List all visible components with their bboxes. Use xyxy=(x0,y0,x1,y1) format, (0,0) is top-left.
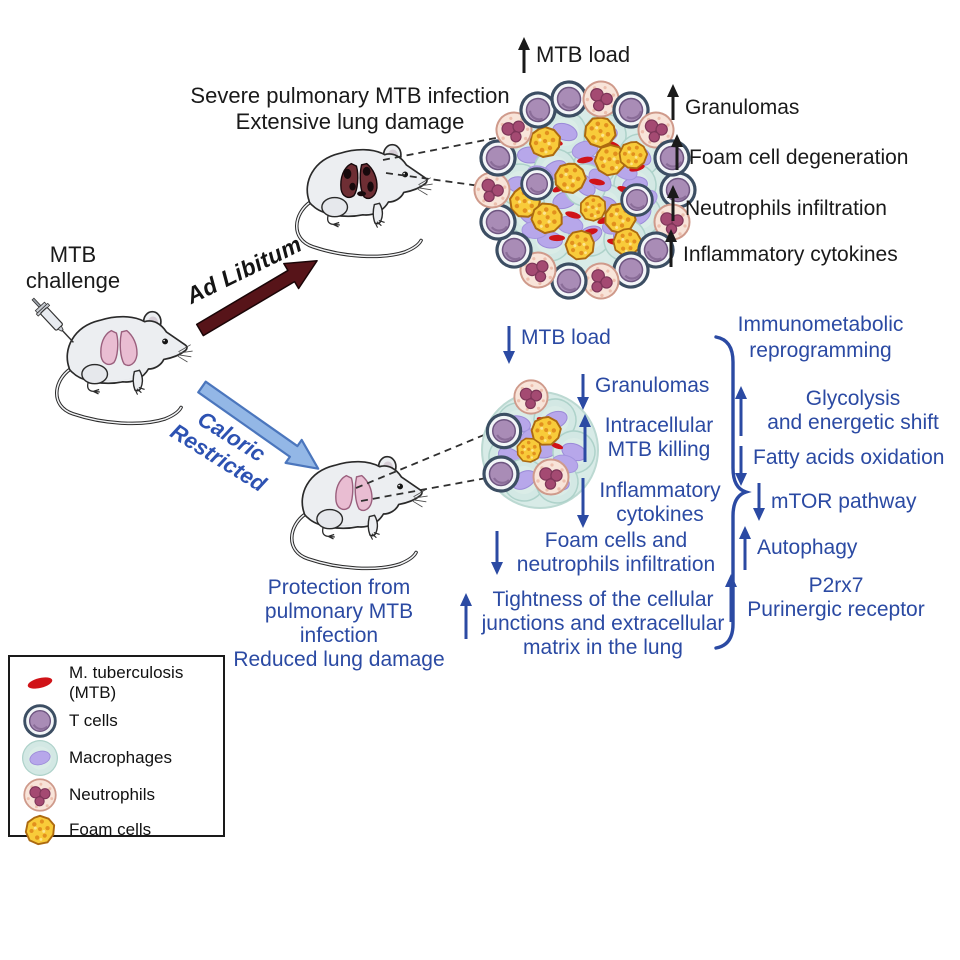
caption-line: Protection from xyxy=(267,576,411,599)
outcome-intracellular-killing-up: Intracellular MTB killing xyxy=(578,414,721,462)
item-label: Fatty acids oxidation xyxy=(753,446,945,469)
callout-lines-bottom xyxy=(355,429,497,502)
mtb-challenge-label: MTB challenge xyxy=(12,242,134,294)
down-arrow-icon xyxy=(734,446,748,486)
outcome-label: Foam cell degeneration xyxy=(689,146,909,169)
legend-label: Macrophages xyxy=(69,748,173,767)
t-cell xyxy=(482,455,520,493)
mouse-ad-libitum xyxy=(294,142,435,259)
outcome-mtb-load-up: MTB load xyxy=(517,37,630,73)
title-line: Immunometabolic xyxy=(737,313,904,336)
outcome-label: Tightness of the cellular junctions and … xyxy=(481,588,725,659)
down-arrow-icon xyxy=(576,374,590,410)
granuloma-small xyxy=(480,379,602,510)
outcome-granulomas-down: Granulomas xyxy=(576,374,709,410)
macrophage-icon xyxy=(20,739,60,777)
item-fatty-acids-down: Fatty acids oxidation xyxy=(734,446,944,486)
mtb-icon xyxy=(20,675,60,691)
down-arrow-icon xyxy=(752,483,766,521)
outcome-label: Neutrophils infiltration xyxy=(685,197,887,220)
legend-label: Foam cells xyxy=(69,820,152,839)
challenge-line: MTB xyxy=(49,242,97,267)
mouse-caloric-restricted xyxy=(289,454,430,571)
up-arrow-icon xyxy=(666,185,680,221)
caption-line: Reduced lung damage xyxy=(233,648,445,671)
caloric-restricted-caption: Protection from pulmonary MTB infection … xyxy=(230,576,448,672)
up-arrow-icon xyxy=(664,229,678,267)
down-arrow-icon xyxy=(576,478,590,528)
item-glycolysis-up: Glycolysis and energetic shift xyxy=(734,386,953,436)
item-autophagy-up: Autophagy xyxy=(738,526,857,570)
outcome-foam-degeneration-up: Foam cell degeneration xyxy=(670,134,908,170)
down-arrow-icon xyxy=(502,326,516,364)
item-label: mTOR pathway xyxy=(771,490,917,513)
up-arrow-icon xyxy=(670,134,684,170)
legend-label: T cells xyxy=(69,711,118,730)
up-arrow-icon xyxy=(517,37,531,73)
outcome-cytokines-down: Inflammatory cytokines xyxy=(576,478,725,528)
neutrophil-cell xyxy=(532,458,570,496)
outcome-cytokines-up: Inflammatory cytokines xyxy=(664,229,898,267)
legend-item-neutrophils: Neutrophils xyxy=(20,777,213,813)
immunometabolic-brace xyxy=(714,335,752,650)
item-label: Autophagy xyxy=(757,536,858,559)
ad-libitum-arrow xyxy=(195,260,318,337)
outcome-foam-neutrophils-down: Foam cells and neutrophils infiltration xyxy=(490,529,723,577)
legend-item-foamcells: Foam cells xyxy=(20,813,213,847)
caloric-restricted-arrow xyxy=(197,380,320,470)
up-arrow-icon xyxy=(666,84,680,120)
legend-label: Neutrophils xyxy=(69,785,155,804)
neutrophil-cell xyxy=(513,379,549,415)
immunometabolic-title: Immunometabolic reprogramming xyxy=(718,312,923,364)
up-arrow-icon xyxy=(578,414,592,462)
outcome-label: Intracellular MTB killing xyxy=(604,414,714,461)
outcome-label: Granulomas xyxy=(595,374,710,397)
outcome-neutrophils-up: Neutrophils infiltration xyxy=(666,185,887,221)
outcome-label: Inflammatory cytokines xyxy=(599,479,721,526)
legend-item-tcells: T cells xyxy=(20,703,213,739)
legend-item-mtb: M. tuberculosis (MTB) xyxy=(20,663,213,703)
challenge-line: challenge xyxy=(25,268,121,293)
tcell-icon xyxy=(20,703,60,739)
outcome-granulomas-up: Granulomas xyxy=(666,84,799,120)
up-arrow-icon xyxy=(738,526,752,570)
down-arrow-icon xyxy=(490,531,504,575)
item-p2rx7-up: P2rx7 Purinergic receptor xyxy=(724,574,929,622)
caption-line: Extensive lung damage xyxy=(235,109,465,134)
caption-line: pulmonary MTB infection xyxy=(264,600,414,647)
foamcell-icon xyxy=(20,813,60,847)
outcome-label: MTB load xyxy=(521,326,611,349)
item-label: Glycolysis and energetic shift xyxy=(767,387,939,434)
outcome-tightness-up: Tightness of the cellular junctions and … xyxy=(459,588,728,660)
legend-label: M. tuberculosis (MTB) xyxy=(69,663,184,702)
outcome-label: MTB load xyxy=(536,42,631,67)
outcome-label: Granulomas xyxy=(685,96,800,119)
neutrophil-icon xyxy=(20,777,60,813)
syringe xyxy=(26,292,80,349)
t-cell xyxy=(485,412,523,450)
outcome-mtb-load-down: MTB load xyxy=(502,326,611,364)
item-label: P2rx7 Purinergic receptor xyxy=(747,574,925,621)
ad-libitum-caption: Severe pulmonary MTB infection Extensive… xyxy=(175,83,525,135)
caption-line: Severe pulmonary MTB infection xyxy=(190,83,510,108)
up-arrow-icon xyxy=(459,593,473,639)
up-arrow-icon xyxy=(724,574,738,622)
title-line: reprogramming xyxy=(749,339,892,362)
legend-item-macrophages: Macrophages xyxy=(20,739,213,777)
outcome-label: Inflammatory cytokines xyxy=(683,243,898,266)
item-mtor-down: mTOR pathway xyxy=(752,483,917,521)
outcome-label: Foam cells and neutrophils infiltration xyxy=(516,529,716,576)
legend-box: M. tuberculosis (MTB) T cells Macrophage… xyxy=(8,655,225,846)
up-arrow-icon xyxy=(734,386,748,436)
